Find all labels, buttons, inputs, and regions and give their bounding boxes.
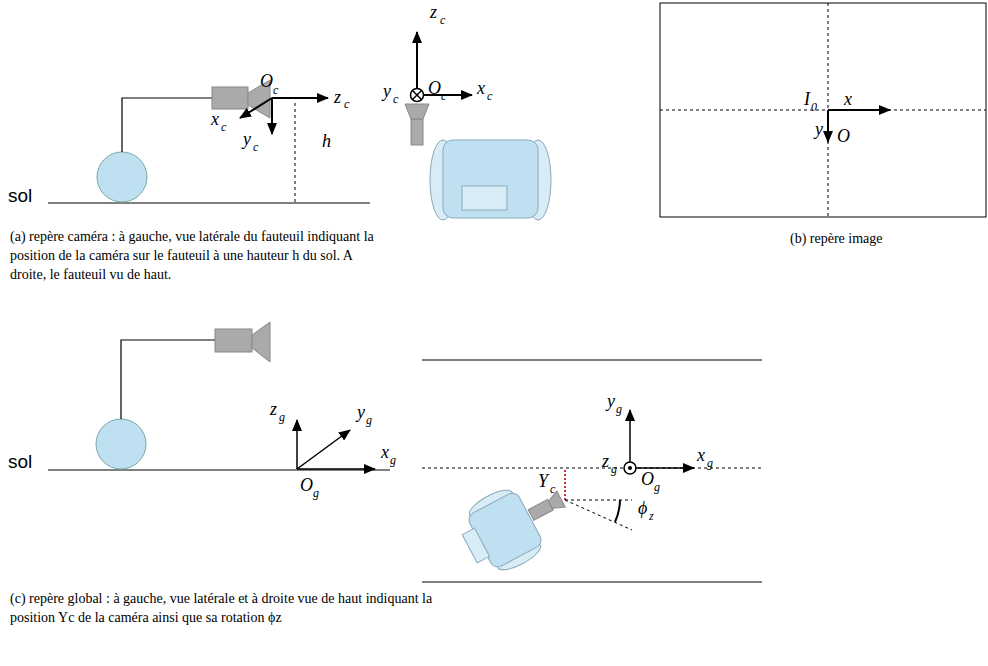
axis-subscript: c xyxy=(393,93,398,106)
axis-label: Y xyxy=(538,472,548,492)
axis-label: z xyxy=(270,400,277,420)
axis-subscript: c xyxy=(273,84,278,97)
axis-label: h xyxy=(322,132,331,152)
axis-subscript: 0 xyxy=(811,101,817,114)
axis-label: ϕ xyxy=(638,499,647,519)
axis-label: I xyxy=(804,90,810,110)
axis-label: y xyxy=(243,130,251,150)
subfigure-caption: (b) repère image xyxy=(790,230,970,249)
subfigure-caption: (c) repère global : à gauche, vue latéra… xyxy=(10,590,480,628)
axis-subscript: g xyxy=(279,411,285,424)
axis-subscript: g xyxy=(616,403,622,416)
axis-subscript: g xyxy=(313,487,319,500)
axis-subscript: g xyxy=(366,414,372,427)
axis-label: y xyxy=(607,392,615,412)
axis-subscript: c xyxy=(221,121,226,134)
axis-subscript: g xyxy=(707,457,713,470)
axis-subscript: g xyxy=(390,454,396,467)
axis-label: y xyxy=(357,403,365,423)
subfigure-caption: (a) repère caméra : à gauche, vue latéra… xyxy=(10,228,375,285)
axis-label: O xyxy=(837,127,850,147)
axis-subscript: c xyxy=(487,90,492,103)
ground-label: sol xyxy=(8,452,32,473)
axis-label: O xyxy=(428,79,441,99)
axis-subscript: c xyxy=(550,483,555,496)
axis-label: z xyxy=(430,3,437,23)
axis-label: x xyxy=(477,79,485,99)
axis-label: z xyxy=(334,88,341,108)
axis-label: x xyxy=(381,443,389,463)
axis-subscript: c xyxy=(253,141,258,154)
axis-label: x xyxy=(211,110,219,130)
axis-label: x xyxy=(697,446,705,466)
axis-subscript: c xyxy=(440,14,445,27)
axis-label: O xyxy=(641,470,654,490)
axis-subscript: c xyxy=(344,98,349,111)
axis-subscript: z xyxy=(649,510,654,523)
axis-label: y xyxy=(383,82,391,102)
axis-label: O xyxy=(300,476,313,496)
axis-label: O xyxy=(260,72,273,92)
axis-label: y xyxy=(815,120,823,140)
axis-label: x xyxy=(844,90,852,110)
axis-subscript: g xyxy=(654,481,660,494)
ground-label: sol xyxy=(8,186,32,207)
axis-label: z xyxy=(602,452,609,472)
axis-subscript: g xyxy=(611,463,617,476)
axis-subscript: c xyxy=(441,90,446,103)
